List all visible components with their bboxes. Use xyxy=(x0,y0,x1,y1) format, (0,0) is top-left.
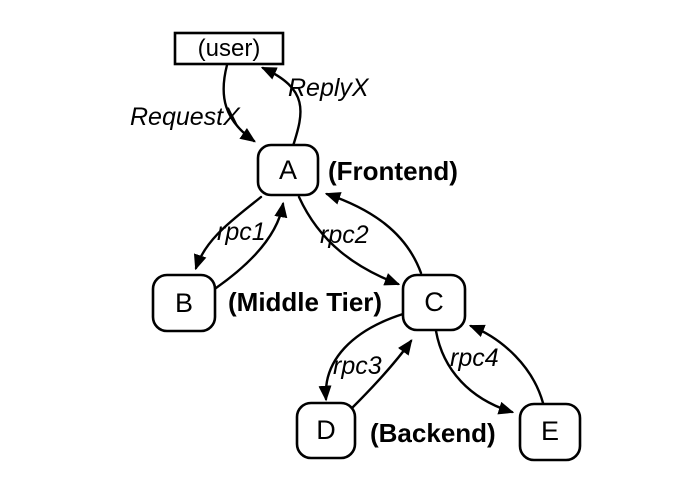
edge-e-to-c-return xyxy=(468,324,545,405)
label-rpc4: rpc4 xyxy=(450,344,499,372)
node-e-label: E xyxy=(541,416,559,446)
label-requestx: RequestX xyxy=(130,103,241,131)
node-user-label: (user) xyxy=(198,35,261,62)
node-user-box xyxy=(173,31,285,66)
label-rpc3: rpc3 xyxy=(333,352,382,380)
edge-c-to-d-call xyxy=(318,312,405,402)
label-rpc2: rpc2 xyxy=(320,221,369,249)
edge-a-to-user-reply xyxy=(260,66,302,148)
edge-d-to-c-return xyxy=(351,339,413,409)
edge-c-to-a-return xyxy=(324,192,423,275)
node-b-label: B xyxy=(175,288,193,318)
edge-a-to-c-call xyxy=(297,195,401,286)
label-rpc1: rpc1 xyxy=(217,218,266,246)
node-c-label: C xyxy=(424,287,444,317)
node-e-box xyxy=(518,402,582,462)
edge-c-to-e-call xyxy=(434,329,515,415)
node-b-box xyxy=(151,273,217,333)
label-middle-tier: (Middle Tier) xyxy=(228,287,382,317)
node-a-box xyxy=(256,143,320,197)
edge-b-to-a-return xyxy=(214,201,288,290)
label-replyx: ReplyX xyxy=(288,74,370,102)
node-a-label: A xyxy=(279,155,297,185)
node-c-box xyxy=(401,273,467,332)
node-d-box xyxy=(295,401,357,460)
edge-user-to-a-request xyxy=(222,63,256,143)
label-frontend-tier: (Frontend) xyxy=(328,156,458,186)
edge-a-to-b-call xyxy=(193,195,263,271)
label-backend-tier: (Backend) xyxy=(370,418,496,448)
node-d-label: D xyxy=(316,415,336,445)
